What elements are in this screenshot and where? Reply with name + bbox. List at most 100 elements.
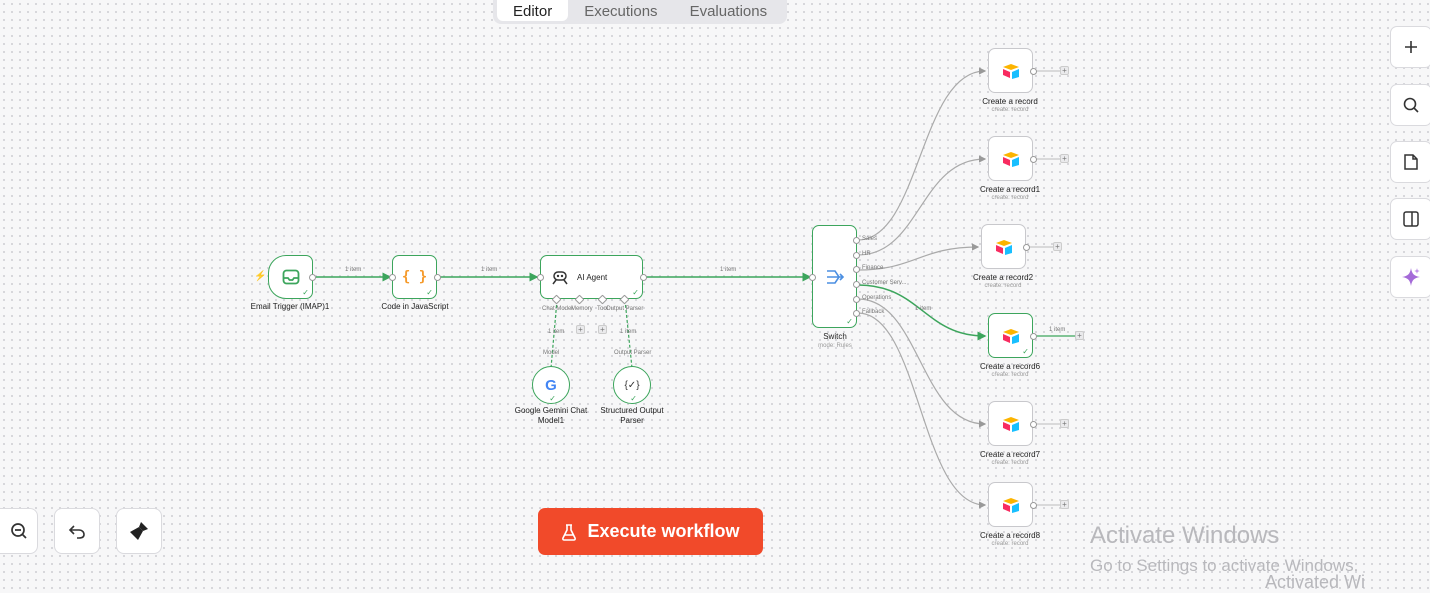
add-memory-button[interactable]: + xyxy=(576,325,585,334)
switch-output-port[interactable] xyxy=(853,296,860,303)
plus-icon xyxy=(1405,41,1417,53)
success-check-icon: ✓ xyxy=(846,317,853,326)
switch-route-icon xyxy=(826,269,844,284)
airtable-icon xyxy=(1002,416,1019,432)
output-port[interactable] xyxy=(1030,68,1037,75)
zoom-out-icon xyxy=(11,523,27,539)
connection-switch-record2 xyxy=(857,243,980,271)
airtable-icon xyxy=(1002,497,1019,513)
switch-output-port[interactable] xyxy=(853,281,860,288)
success-check-icon: ✓ xyxy=(1022,347,1029,356)
output-parser-node[interactable]: {✓} ✓ xyxy=(613,366,651,404)
execute-workflow-button[interactable]: Execute workflow xyxy=(538,508,763,555)
airtable-record-node[interactable] xyxy=(988,401,1033,446)
input-port[interactable] xyxy=(537,274,544,281)
add-tool-button[interactable]: + xyxy=(598,325,607,334)
node-label: Create a record7 xyxy=(979,450,1041,459)
airtable-record-node[interactable]: ✓ xyxy=(988,313,1033,358)
connections-layer xyxy=(316,67,1075,509)
switch-output-port[interactable] xyxy=(853,237,860,244)
switch-output-port[interactable] xyxy=(853,310,860,317)
airtable-record-node[interactable] xyxy=(988,482,1033,527)
tab-executions[interactable]: Executions xyxy=(584,3,658,20)
airtable-record-node[interactable] xyxy=(988,48,1033,93)
output-port[interactable] xyxy=(1030,421,1037,428)
undo-button[interactable] xyxy=(54,508,100,554)
airtable-record-node[interactable] xyxy=(988,136,1033,181)
airtable-icon xyxy=(1002,328,1019,344)
node-sublabel: create: record xyxy=(991,195,1029,201)
connection-item-count: 1 item xyxy=(345,267,362,273)
ai-assistant-button[interactable] xyxy=(1390,256,1430,298)
add-node-button[interactable]: + xyxy=(1075,331,1084,340)
workflow-canvas[interactable]: 1 item 1 item 1 item 1 item 1 item 1 ite… xyxy=(0,0,1430,580)
trigger-bolt-icon: ⚡ xyxy=(254,271,267,282)
node-sublabel: create: record xyxy=(991,107,1029,113)
port-label: Memory xyxy=(571,306,593,312)
input-port[interactable] xyxy=(389,274,396,281)
port-label: Tool xyxy=(597,306,609,312)
node-label: Code in JavaScript xyxy=(381,302,449,311)
node-sublabel: mode: Rules xyxy=(818,343,852,349)
toggle-panel-button[interactable] xyxy=(1390,198,1430,240)
ai-agent-node[interactable]: AI Agent ✓ xyxy=(540,255,643,299)
node-sublabel: create: record xyxy=(984,283,1022,289)
switch-node[interactable]: ✓ xyxy=(812,225,857,328)
connection-switch-record6 xyxy=(857,284,987,341)
windows-activation-title: Activate Windows xyxy=(1090,522,1280,549)
node-sublabel: create: record xyxy=(991,372,1029,378)
node-label: AI Agent xyxy=(577,272,608,282)
tab-editor[interactable]: Editor xyxy=(497,0,569,21)
node-label: Google Gemini Chat Model1 xyxy=(514,406,588,425)
add-node-sidebar-button[interactable] xyxy=(1390,26,1430,68)
connection-item-count: 1 item xyxy=(915,306,932,312)
switch-output-port[interactable] xyxy=(853,252,860,259)
search-nodes-button[interactable] xyxy=(1390,84,1430,126)
airtable-record-node[interactable] xyxy=(981,224,1026,269)
add-node-button[interactable]: + xyxy=(1060,419,1069,428)
add-node-button[interactable]: + xyxy=(1060,154,1069,163)
clear-execution-button[interactable] xyxy=(116,508,162,554)
search-icon xyxy=(1403,97,1419,113)
connection-switch-record1 xyxy=(857,155,987,256)
add-node-button[interactable]: + xyxy=(1053,242,1062,251)
switch-output-label: HR xyxy=(862,251,871,257)
switch-output-port[interactable] xyxy=(853,266,860,273)
inbox-icon xyxy=(282,269,299,285)
tab-evaluations[interactable]: Evaluations xyxy=(689,3,768,20)
output-port[interactable] xyxy=(640,274,647,281)
code-braces-icon: { } xyxy=(401,269,428,285)
connection-switch-record xyxy=(857,67,987,241)
output-port[interactable] xyxy=(1023,244,1030,251)
panel-icon xyxy=(1403,211,1419,227)
clear-execution-icon xyxy=(130,522,148,540)
add-node-button[interactable]: + xyxy=(1060,500,1069,509)
connection-switch-record8 xyxy=(857,312,987,509)
node-label: Create a record8 xyxy=(979,531,1041,540)
connection-item-count: 1 item xyxy=(720,267,737,273)
input-port[interactable] xyxy=(809,274,816,281)
output-port[interactable] xyxy=(434,274,441,281)
airtable-icon xyxy=(1002,63,1019,79)
add-node-button[interactable]: + xyxy=(1060,66,1069,75)
gemini-model-node[interactable]: G ✓ xyxy=(532,366,570,404)
node-label: Create a record xyxy=(982,97,1038,106)
switch-output-label: Customer Serv... xyxy=(862,280,907,286)
output-port[interactable] xyxy=(309,274,316,281)
output-port[interactable] xyxy=(1030,156,1037,163)
connection-item-count: 1 item xyxy=(620,329,637,335)
view-tabs: Editor Executions Evaluations xyxy=(493,0,788,24)
output-port[interactable] xyxy=(1030,502,1037,509)
switch-output-label: Finance xyxy=(862,265,884,271)
airtable-icon xyxy=(995,239,1012,255)
success-check-icon: ✓ xyxy=(426,288,433,297)
airtable-icon xyxy=(1002,151,1019,167)
code-node[interactable]: { } ✓ xyxy=(392,255,437,299)
port-label: Model xyxy=(543,350,560,356)
zoom-out-button[interactable] xyxy=(0,508,38,554)
email-trigger-node[interactable]: ✓ xyxy=(268,255,313,299)
switch-output-label: Operations xyxy=(862,295,892,301)
add-sticky-note-button[interactable] xyxy=(1390,141,1430,183)
robot-icon xyxy=(552,271,568,285)
output-port[interactable] xyxy=(1030,333,1037,340)
